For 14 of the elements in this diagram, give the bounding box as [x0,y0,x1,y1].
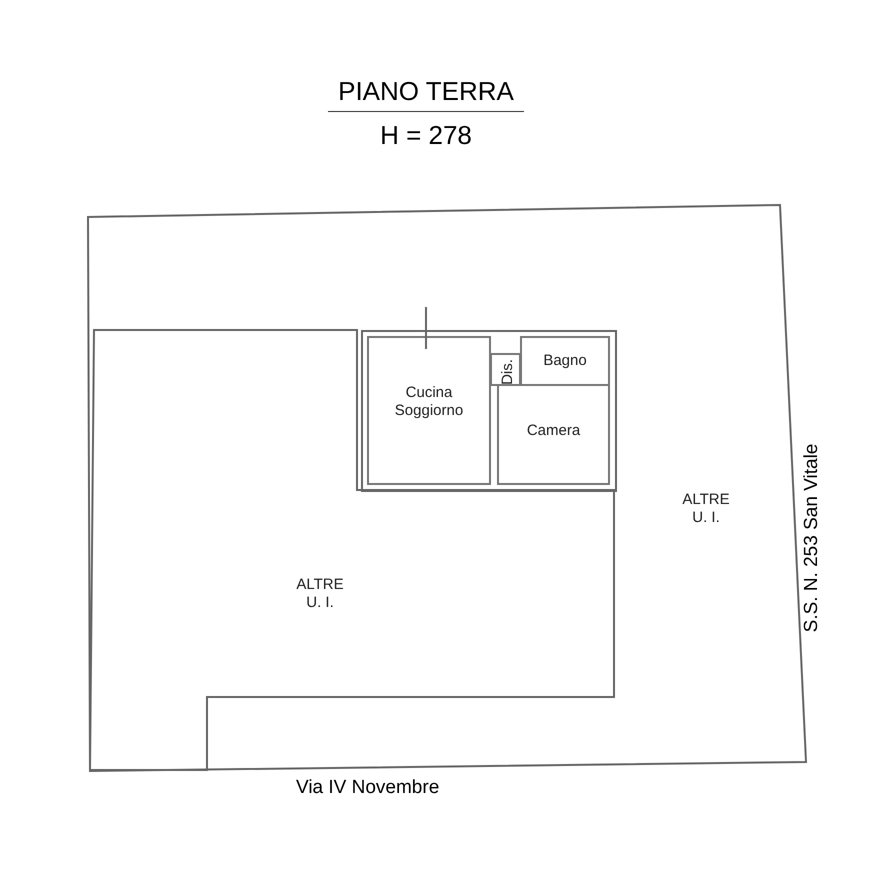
room-label: ALTRE U. I. [295,576,345,612]
room-label: Bagno [542,352,588,370]
room-label: Dis. [498,358,516,384]
room-outline [520,336,610,386]
room-label: Camera [526,422,582,440]
plan-title: PIANO TERRA [328,76,524,112]
room-label: ALTRE U. I. [681,491,731,527]
street-label: S.S. N. 253 San Vitale [801,444,823,632]
room-outline [490,353,521,386]
street-label: Via IV Novembre [296,777,440,799]
room-label: Cucina Soggiorno [394,384,464,420]
height-label: H = 278 [379,120,473,151]
room-outline [367,336,491,485]
room-outline [497,384,610,485]
